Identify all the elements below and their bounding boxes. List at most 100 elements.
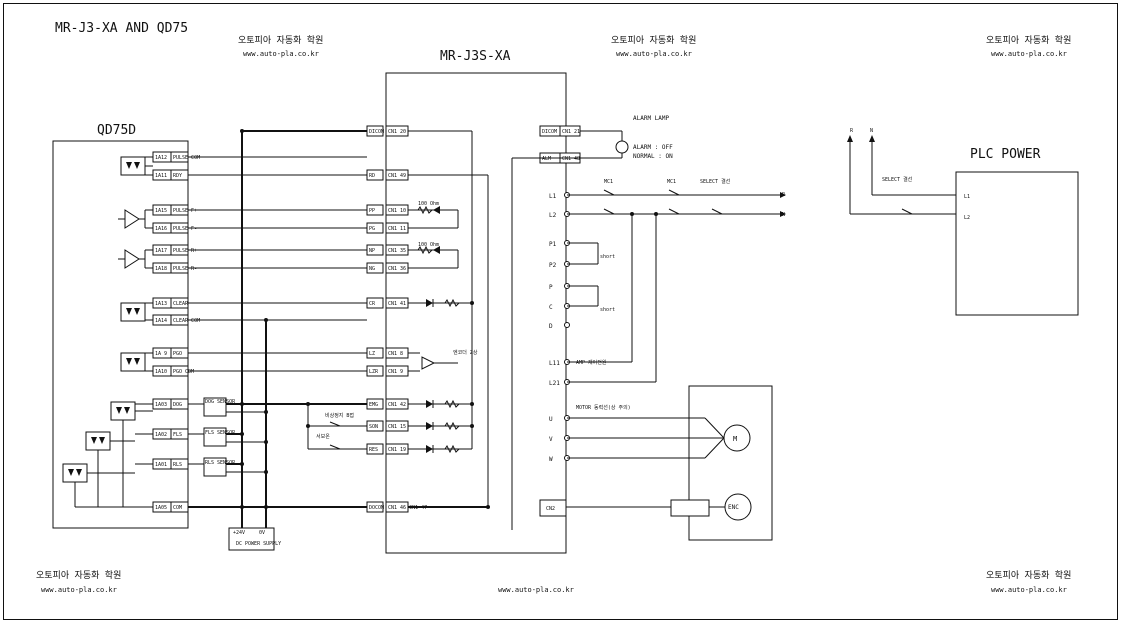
servo-term-label: DICOM	[369, 129, 384, 135]
contact-icon	[668, 208, 680, 215]
servo-right-pin-label: CN1 48	[562, 156, 580, 162]
servo-pin-label: CN1 9	[388, 369, 403, 375]
resistor-icon	[444, 298, 460, 308]
junction-dot	[240, 402, 244, 406]
contact-icon	[711, 208, 723, 215]
motor-label: M	[733, 435, 737, 443]
optocoupler-icon	[120, 302, 146, 322]
encoder-note: 엔코더 Z상	[453, 349, 478, 356]
junction-dot	[264, 470, 268, 474]
arrow-icon	[780, 211, 786, 217]
servo-term-label: RES	[369, 447, 378, 453]
servo-right-term-label: P1	[549, 241, 557, 248]
diode-icon	[134, 308, 140, 315]
watermark-url: www.auto-pla.co.kr	[41, 586, 117, 594]
r-ohm-1: 100 Ohm	[418, 201, 439, 207]
watermark-academy: 오토피아 자동화 학원	[986, 570, 1071, 581]
servo-term-label: DOCOM	[369, 505, 384, 511]
contact-icon	[901, 208, 913, 215]
diode-icon	[433, 246, 440, 254]
servo-right-term-label: W	[549, 456, 553, 463]
qd75-pin-label: 1A01	[155, 462, 167, 468]
emg-note: 비상정지 B접	[325, 412, 354, 419]
diode-icon	[126, 358, 132, 365]
watermark-bottom-right: 오토피아 자동화 학원 www.auto-pla.co.kr	[986, 570, 1071, 594]
junction-dot	[264, 440, 268, 444]
servo-cn2-box	[539, 499, 567, 517]
junction-dot	[470, 424, 474, 428]
wire	[704, 437, 725, 459]
servo-right-term-label: DICOM	[542, 129, 557, 135]
servo-pin-label: CN1 8	[388, 351, 403, 357]
qd75-title: QD75D	[97, 123, 136, 138]
diode-icon	[134, 162, 140, 169]
qd75-pin-label: 1A14	[155, 318, 167, 324]
diode-icon	[126, 162, 132, 169]
servo-term-label: LZ	[369, 351, 375, 357]
arrow-icon	[847, 135, 853, 142]
resistor-icon	[417, 245, 433, 255]
diode-icon	[99, 437, 105, 444]
servo-right-pin-label: CN1 21	[562, 129, 580, 135]
plc-title: PLC POWER	[970, 147, 1041, 162]
r-ohm-2: 100 Ohm	[418, 242, 439, 248]
plc-l1: L1	[964, 194, 970, 200]
watermark-url: www.auto-pla.co.kr	[991, 50, 1067, 58]
plc-power-module	[955, 171, 1079, 316]
servo-term-label: NG	[369, 266, 375, 272]
short-label-1: short	[600, 254, 615, 260]
qd75-signal-label: COM	[173, 505, 182, 511]
normal-on-label: NORMAL : ON	[633, 153, 673, 160]
sheet-border	[3, 3, 1118, 620]
servo-right-term-label: P2	[549, 262, 557, 269]
diode-icon	[426, 422, 433, 430]
qd75-signal-label: PGO COM	[173, 369, 194, 375]
plc-r: R	[850, 128, 854, 134]
optocoupler-icon	[120, 352, 146, 372]
watermark-url: www.auto-pla.co.kr	[991, 586, 1067, 594]
watermark-bottom-left: 오토피아 자동화 학원 www.auto-pla.co.kr	[36, 570, 121, 594]
ampin-label: AMP 제어전원	[576, 359, 607, 366]
servo-term-label: SON	[369, 424, 378, 430]
junction-dot	[240, 505, 244, 509]
sensor-box	[203, 397, 227, 417]
junction-dot	[470, 402, 474, 406]
junction-dot	[240, 129, 244, 133]
servo-pin-label: CN1 15	[388, 424, 406, 430]
encoder-label: ENC	[728, 504, 739, 511]
junction-dot	[240, 462, 244, 466]
watermark-top-right: 오토피아 자동화 학원 www.auto-pla.co.kr	[986, 35, 1071, 58]
qd75-pin-label: 1A18	[155, 266, 167, 272]
watermark-top-center: 오토피아 자동화 학원 www.auto-pla.co.kr	[611, 35, 696, 58]
qd75-pin-label: 1A16	[155, 226, 167, 232]
resistor-icon	[417, 205, 433, 215]
junction-dot	[240, 432, 244, 436]
switch-contact	[329, 421, 341, 427]
watermark-bottom-center: www.auto-pla.co.kr	[498, 586, 574, 594]
qd75-signal-label: CLEAR COM	[173, 318, 200, 324]
qd75-signal-label: CLEAR	[173, 301, 189, 307]
diode-icon	[126, 308, 132, 315]
wire	[704, 417, 725, 439]
mc1-label-b: MC1	[667, 179, 676, 185]
servo-right-term-label: P	[549, 284, 553, 291]
servo-pin-label: CN1 19	[388, 447, 406, 453]
sensor-dog: DOG SENSOR	[205, 399, 236, 405]
servo-cn2-label: CN2	[546, 506, 555, 512]
servo-right-term-label: U	[549, 416, 553, 423]
motor-enclosure	[688, 385, 773, 541]
servo-right-term-label: L1	[549, 193, 557, 200]
diode-icon	[76, 469, 82, 476]
contact-icon	[603, 189, 615, 196]
qd75-signal-label: PGO	[173, 351, 182, 357]
optocoupler-icon	[120, 156, 146, 176]
n-label: N	[782, 212, 785, 218]
qd75-pin-label: 1A17	[155, 248, 167, 254]
motor-icon	[723, 424, 751, 452]
diode-icon	[433, 206, 440, 214]
plc-l2: L2	[964, 215, 970, 221]
switch-contact	[329, 444, 341, 450]
watermark-academy: 오토피아 자동화 학원	[36, 570, 121, 581]
line-receiver-icon	[421, 356, 436, 370]
optocoupler-icon	[62, 463, 88, 483]
